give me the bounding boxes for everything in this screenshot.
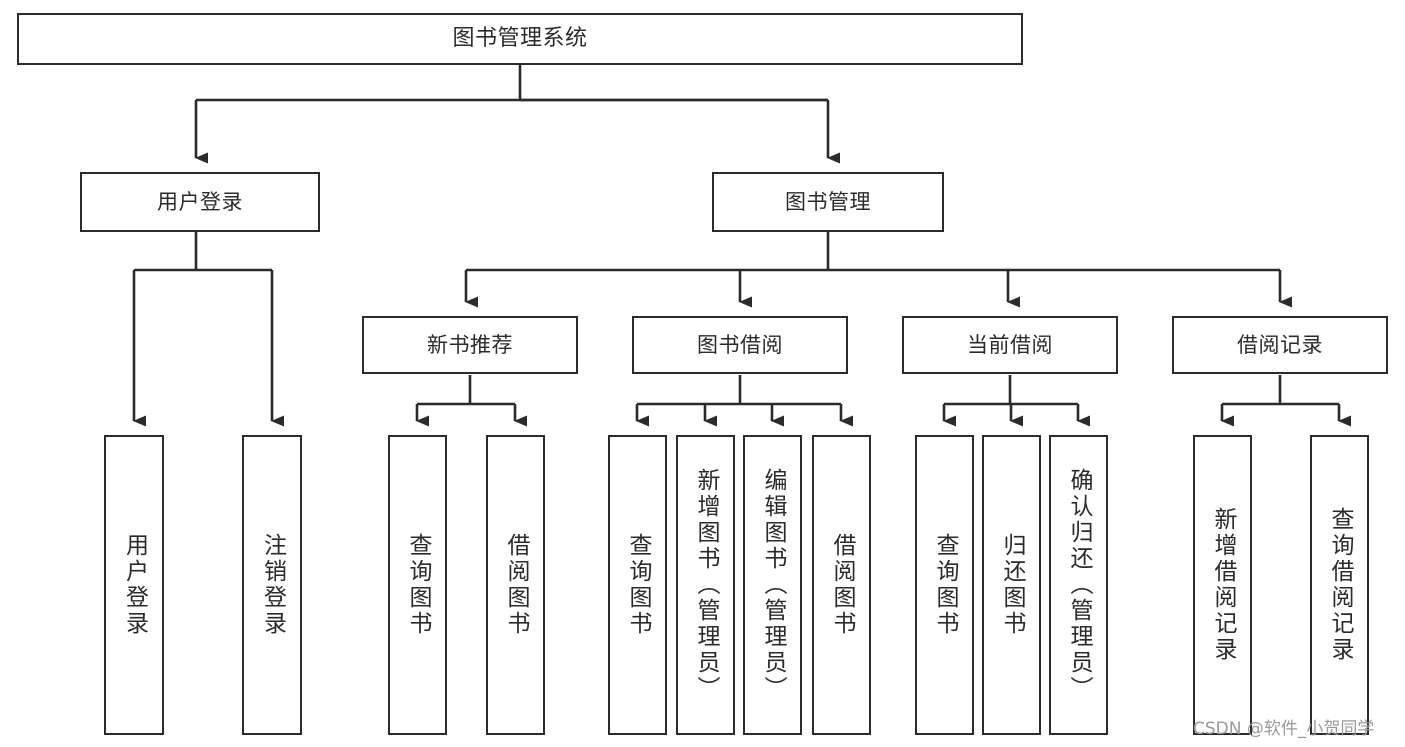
node-label: 新增图书（管理员）: [693, 468, 719, 702]
node-label: 图书管理系统: [452, 26, 588, 52]
node-label: 用户登录: [157, 189, 243, 214]
node-new-book-recommend[interactable]: 新书推荐: [362, 316, 578, 374]
node-label: 查询图书: [625, 533, 651, 637]
node-current-borrow[interactable]: 当前借阅: [902, 316, 1118, 374]
node-label: 图书借阅: [697, 332, 783, 357]
node-label: 查询借阅记录: [1327, 507, 1353, 663]
node-label: 新增借阅记录: [1210, 507, 1236, 663]
node-leaf-add-record[interactable]: 新增借阅记录: [1193, 435, 1252, 735]
node-label: 图书管理: [785, 189, 871, 214]
node-book-borrow[interactable]: 图书借阅: [632, 316, 848, 374]
node-label: 归还图书: [999, 533, 1025, 637]
node-label: 借阅图书: [503, 533, 529, 637]
node-leaf-query-book-1[interactable]: 查询图书: [388, 435, 447, 735]
node-label: 当前借阅: [967, 332, 1053, 357]
node-label: 注销登录: [259, 533, 286, 637]
node-leaf-add-book[interactable]: 新增图书（管理员）: [676, 435, 735, 735]
node-label: 用户登录: [121, 533, 148, 637]
node-leaf-borrow-book-2[interactable]: 借阅图书: [812, 435, 871, 735]
node-label: 确认归还（管理员）: [1066, 468, 1092, 702]
node-book-manage[interactable]: 图书管理: [712, 172, 944, 232]
node-label: 新书推荐: [427, 332, 513, 357]
node-root-book-management-system[interactable]: 图书管理系统: [17, 13, 1023, 65]
node-label: 借阅图书: [829, 533, 855, 637]
node-leaf-logout[interactable]: 注销登录: [242, 435, 302, 735]
node-leaf-confirm-return[interactable]: 确认归还（管理员）: [1049, 435, 1108, 735]
node-leaf-edit-book[interactable]: 编辑图书（管理员）: [743, 435, 802, 735]
node-user-login[interactable]: 用户登录: [80, 172, 320, 232]
node-leaf-user-login[interactable]: 用户登录: [104, 435, 164, 735]
csdn-watermark: CSDN @软件_小贺同学: [1193, 719, 1375, 739]
node-leaf-query-record[interactable]: 查询借阅记录: [1310, 435, 1369, 735]
node-label: 借阅记录: [1237, 332, 1323, 357]
node-label: 查询图书: [932, 533, 958, 637]
node-label: 编辑图书（管理员）: [760, 468, 786, 702]
node-leaf-borrow-book-1[interactable]: 借阅图书: [486, 435, 545, 735]
node-leaf-return-book[interactable]: 归还图书: [982, 435, 1041, 735]
node-leaf-query-book-3[interactable]: 查询图书: [915, 435, 974, 735]
node-leaf-query-book-2[interactable]: 查询图书: [608, 435, 667, 735]
node-borrow-record[interactable]: 借阅记录: [1172, 316, 1388, 374]
node-label: 查询图书: [405, 533, 431, 637]
